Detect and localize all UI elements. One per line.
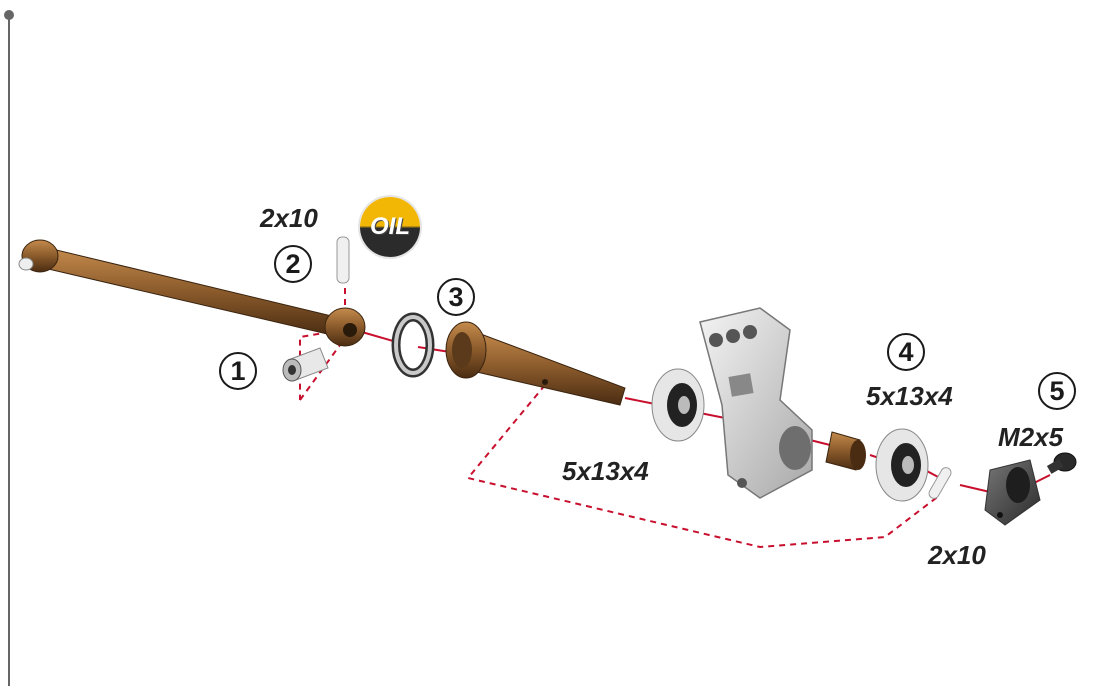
step-2-badge: 2 [274, 245, 312, 283]
page-edge-dot [4, 10, 14, 20]
stub-axle [445, 321, 626, 406]
pin-2x10-top [336, 236, 350, 284]
drive-shaft [18, 239, 366, 347]
bronze-spacer [825, 431, 866, 471]
step-5-badge: 5 [1038, 372, 1076, 410]
label-screw: M2x5 [998, 422, 1064, 452]
label-pin-top: 2x10 [260, 203, 318, 233]
bearing-right [875, 428, 929, 502]
label-bearing-left: 5x13x4 [562, 456, 649, 486]
wheel-hub-clamp [984, 459, 1041, 526]
hub-carrier [699, 307, 813, 499]
step-1-badge: 1 [219, 352, 257, 390]
label-bearing-right: 5x13x4 [866, 381, 953, 411]
step-4-badge: 4 [887, 333, 925, 371]
screw-m2x5 [1046, 452, 1077, 474]
step-3-badge: 3 [437, 278, 475, 316]
collar-ring [391, 312, 435, 378]
pin-2x10-bottom [928, 467, 952, 499]
guide-dashed-lines [299, 255, 941, 549]
oil-drop-icon: OIL [360, 197, 420, 257]
oil-badge-text: OIL [370, 213, 410, 240]
cross-pin-insert [282, 347, 329, 382]
bearing-left [651, 368, 705, 442]
label-pin-bottom: 2x10 [928, 540, 986, 570]
